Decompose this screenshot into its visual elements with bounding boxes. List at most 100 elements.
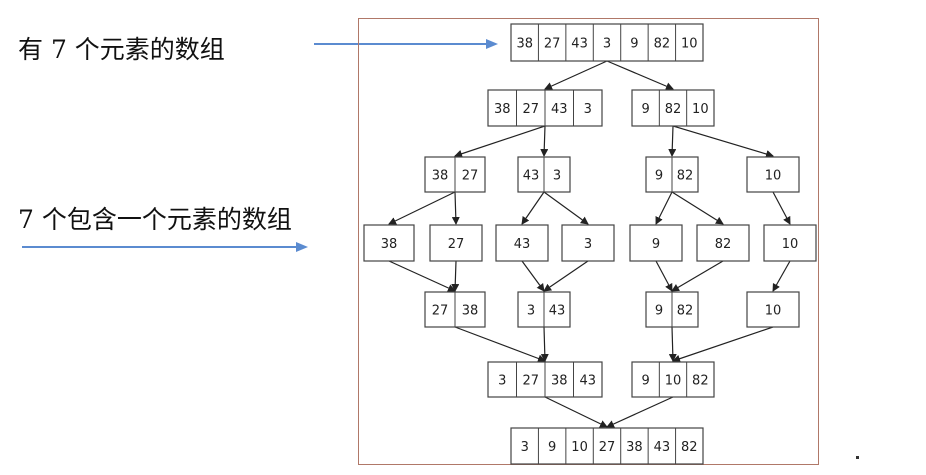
cell-value: 10 — [692, 102, 709, 117]
cell-value: 27 — [432, 304, 449, 319]
edge-s82-m3 — [671, 260, 724, 292]
array-node-s38: 38 — [363, 224, 415, 262]
array-node-s27: 27 — [429, 224, 483, 262]
array-node-box — [696, 224, 750, 262]
array-node-box — [363, 224, 415, 262]
edge-b2-s9 — [655, 191, 673, 225]
cell-value: 10 — [782, 237, 799, 252]
cell-value: 38 — [516, 37, 533, 52]
array-node-m6: 9 10 82 — [631, 361, 715, 398]
array-node-m2: 3 43 — [517, 291, 571, 328]
cell-value: 43 — [579, 374, 596, 389]
cell-value: 43 — [514, 237, 531, 252]
cell-value: 43 — [523, 169, 540, 184]
array-node-box — [561, 224, 615, 262]
edge-a1-a2 — [454, 125, 546, 158]
cell-value: 27 — [462, 169, 479, 184]
edge-m2-m5 — [540, 326, 549, 362]
cell-value: 82 — [654, 37, 671, 52]
label-seven-element-array: 有 7 个元素的数组 — [18, 35, 225, 64]
array-node-box — [510, 23, 704, 62]
cell-value: 38 — [494, 102, 511, 117]
cell-value: 3 — [498, 374, 506, 389]
cell-value: 9 — [655, 304, 663, 319]
array-node-box — [429, 224, 483, 262]
cell-value: 38 — [626, 440, 643, 455]
cell-value: 38 — [381, 237, 398, 252]
cell-value: 3 — [553, 169, 561, 184]
cell-value: 10 — [665, 374, 682, 389]
array-node-s3: 3 — [561, 224, 615, 262]
edge-s38-m1 — [388, 260, 456, 292]
edge-a2-s27 — [451, 191, 460, 225]
cell-value: 82 — [715, 237, 732, 252]
array-node-a2: 38 27 — [424, 156, 486, 193]
edge-s27-m1 — [451, 260, 460, 292]
array-node-b2: 9 82 — [645, 156, 699, 193]
cell-value: 43 — [654, 440, 671, 455]
array-node-box — [631, 361, 715, 398]
cell-value: 27 — [448, 237, 465, 252]
cell-value: 82 — [681, 440, 698, 455]
edge-r0-b1 — [606, 60, 674, 90]
array-node-s10: 10 — [763, 224, 817, 262]
edge-b1-b3 — [672, 125, 774, 158]
cell-value: 9 — [655, 169, 663, 184]
array-node-a3: 43 3 — [517, 156, 571, 193]
array-node-b3: 10 — [746, 156, 800, 193]
cell-value: 3 — [521, 440, 529, 455]
cell-value: 82 — [677, 304, 694, 319]
cell-value: 38 — [551, 374, 568, 389]
cell-value: 3 — [584, 102, 592, 117]
edge-r0-a1 — [544, 60, 608, 90]
array-node-r0: 38 27 43 3 9 82 10 — [510, 23, 704, 62]
stray-dot — [856, 456, 859, 459]
edge-m5-final — [544, 396, 608, 428]
array-node-box — [746, 156, 800, 193]
cell-value: 3 — [527, 304, 535, 319]
edge-m4-m6 — [672, 326, 774, 363]
cell-value: 10 — [571, 440, 588, 455]
cell-value: 38 — [462, 304, 479, 319]
array-node-s9: 9 — [629, 224, 683, 262]
array-node-box — [746, 291, 800, 328]
cell-value: 43 — [549, 304, 566, 319]
array-node-box — [510, 427, 704, 465]
array-node-s82: 82 — [696, 224, 750, 262]
array-node-m4: 10 — [746, 291, 800, 328]
array-node-s43: 43 — [495, 224, 549, 262]
array-node-box — [631, 89, 715, 127]
edge-a1-a3 — [540, 125, 549, 157]
array-node-b1: 9 82 10 — [631, 89, 715, 127]
cell-value: 82 — [665, 102, 682, 117]
edge-m1-m5 — [454, 326, 546, 363]
cell-value: 10 — [765, 169, 782, 184]
cell-value: 38 — [432, 169, 449, 184]
edge-s3-m2 — [543, 260, 589, 292]
cell-value: 10 — [681, 37, 698, 52]
cell-value: 82 — [677, 169, 694, 184]
edge-b3-s10 — [772, 191, 791, 225]
cell-value: 43 — [571, 37, 588, 52]
edge-b2-s82 — [671, 191, 724, 225]
array-node-m5: 3 27 38 43 — [487, 361, 603, 398]
edge-a3-s43 — [521, 191, 545, 225]
edge-m3-m6 — [668, 326, 677, 362]
edge-s9-m3 — [655, 260, 673, 292]
edge-a3-s3 — [543, 191, 589, 225]
cell-value: 3 — [603, 37, 611, 52]
cell-value: 27 — [522, 374, 539, 389]
cell-value: 9 — [642, 374, 650, 389]
edge-s43-m2 — [521, 260, 545, 292]
cell-value: 27 — [522, 102, 539, 117]
cell-value: 9 — [652, 237, 660, 252]
cell-value: 82 — [692, 374, 709, 389]
cell-value: 9 — [630, 37, 638, 52]
cell-value: 9 — [642, 102, 650, 117]
edge-m6-final — [606, 396, 674, 428]
array-node-box — [629, 224, 683, 262]
cell-value: 27 — [544, 37, 561, 52]
edge-a2-s38 — [388, 191, 456, 225]
